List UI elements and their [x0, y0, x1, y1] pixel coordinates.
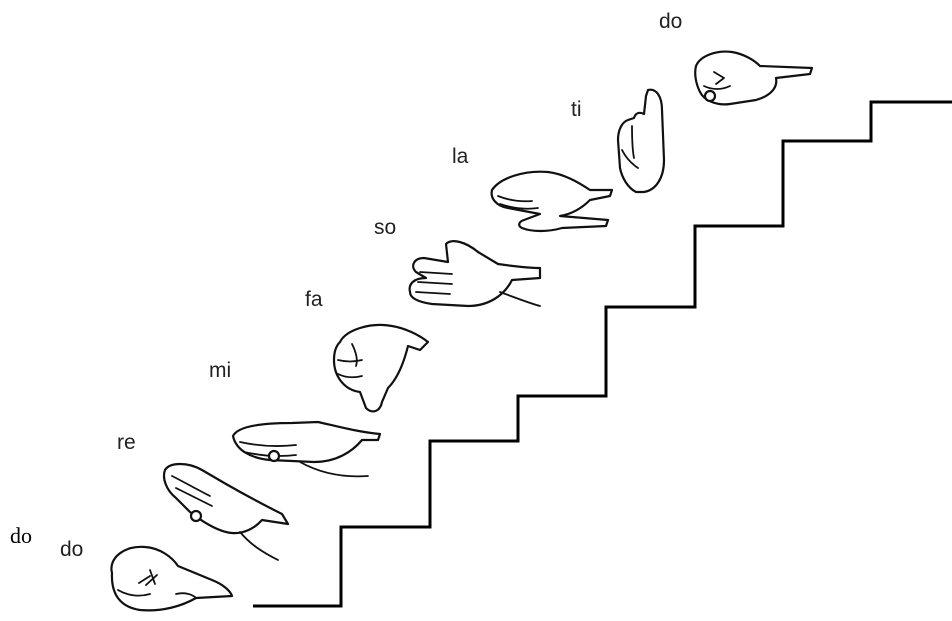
label-re: re [117, 431, 136, 454]
hand-sign-do-low [110, 545, 234, 612]
label-do-low: do [60, 538, 83, 561]
hand-sign-fa [332, 323, 430, 413]
label-ti: ti [571, 98, 582, 121]
label-do-high: do [659, 10, 682, 33]
label-mi: mi [209, 359, 231, 382]
label-la: la [452, 145, 469, 168]
staircase-line [253, 100, 952, 608]
label-do-low-serif: do [10, 523, 32, 548]
label-so: so [374, 216, 396, 239]
hand-sign-so [408, 240, 542, 308]
hand-sign-ti [616, 88, 666, 194]
hand-sign-la [490, 170, 614, 233]
label-fa: fa [305, 288, 323, 311]
hand-sign-re [162, 462, 290, 561]
hand-sign-mi [231, 420, 382, 478]
hand-sign-do-high [694, 50, 814, 106]
